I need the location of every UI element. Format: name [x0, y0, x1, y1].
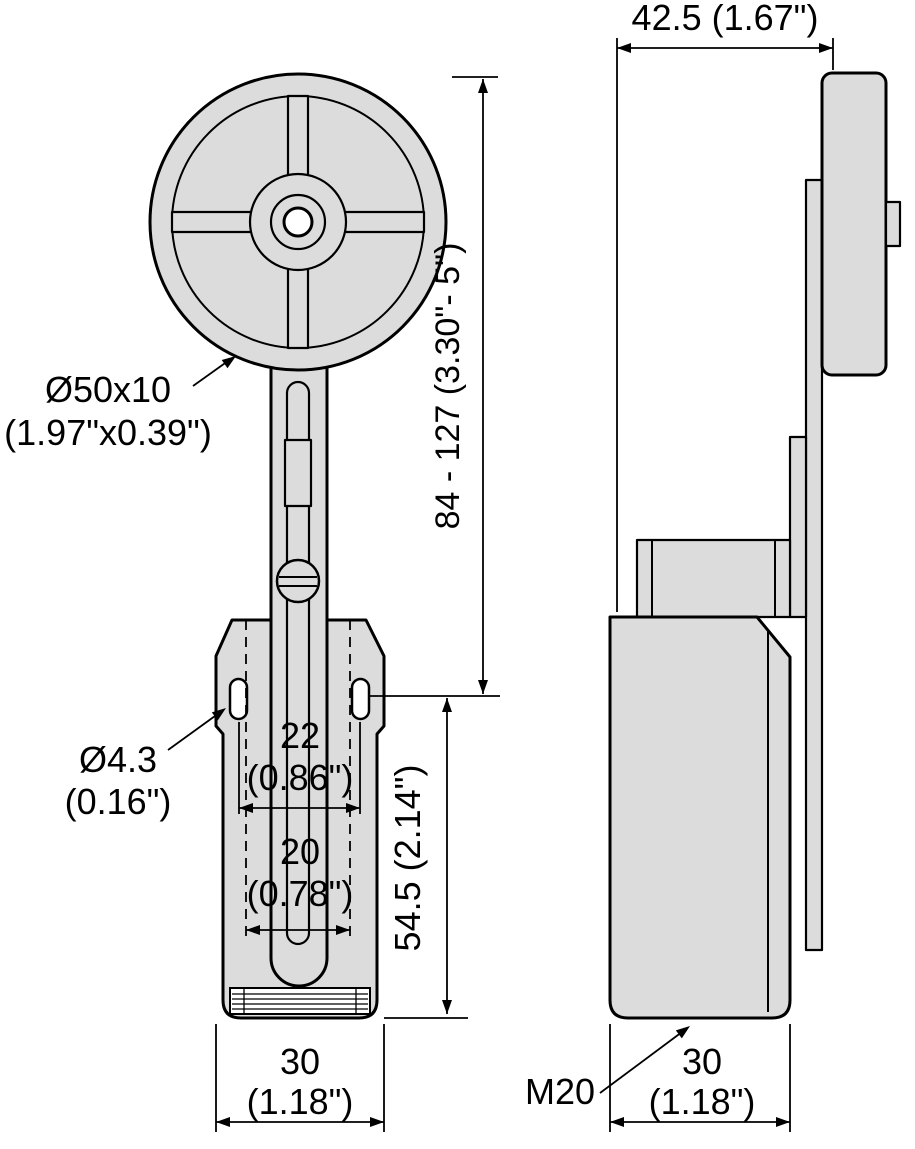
pivot-hub-side — [635, 538, 792, 619]
label-slot-spacing-in: (0.78") — [247, 873, 354, 914]
label-hole-line2: (0.16") — [65, 781, 172, 822]
lever-slot — [285, 380, 311, 946]
axle-hole — [282, 206, 314, 238]
label-slot-spacing-mm: 20 — [280, 831, 320, 872]
label-front-width-in: (1.18") — [247, 1081, 354, 1122]
bottom-base-plate — [229, 987, 371, 1015]
roller-wheel — [148, 72, 448, 372]
dim-body-height — [384, 698, 468, 1019]
dimension-lines — [167, 38, 834, 1132]
dim-lever-range — [368, 76, 500, 697]
leader-roller-label — [192, 356, 236, 387]
label-front-width-mm: 30 — [280, 1041, 320, 1082]
label-side-width-in: (1.18") — [649, 1081, 756, 1122]
clamp-screw — [275, 558, 321, 604]
leader-m20-label — [599, 1026, 690, 1094]
label-m20-thread: M20 — [525, 1071, 595, 1112]
lever-plate-side — [804, 178, 824, 952]
label-roller-line2: (1.97"x0.39") — [4, 412, 212, 453]
label-hole-spacing-mm: 22 — [280, 715, 320, 756]
mounting-slot-left — [228, 677, 249, 721]
label-body-height: 54.5 (2.14") — [387, 765, 428, 952]
label-roller-line1: Ø50x10 — [45, 369, 171, 410]
lever-arm — [269, 220, 329, 988]
label-hole-spacing-in: (0.86") — [247, 757, 354, 798]
label-lever-range: 84 - 127 (3.30"- 5") — [429, 243, 467, 530]
lever-bracket-side — [788, 435, 808, 619]
front-view — [148, 72, 448, 1020]
dimension-labels: 42.5 (1.67") Ø50x10 (1.97"x0.39") 84 - 1… — [4, 0, 818, 1122]
side-view — [608, 71, 902, 1020]
roller-axle — [884, 200, 902, 248]
switch-body-side — [608, 615, 792, 1020]
dim-front-width-30 — [215, 1024, 385, 1132]
leader-hole-label — [167, 708, 226, 751]
label-side-width-mm: 30 — [682, 1041, 722, 1082]
mounting-slot-right — [350, 677, 371, 721]
dim-side-width-30 — [609, 1024, 791, 1132]
roller-side — [820, 71, 902, 377]
label-hole-line1: Ø4.3 — [79, 739, 157, 780]
lever-slider-block — [283, 438, 313, 508]
label-depth-42-5: 42.5 (1.67") — [632, 0, 819, 38]
dim-slot-spacing-20 — [245, 620, 351, 936]
dim-depth-42-5 — [616, 38, 834, 612]
